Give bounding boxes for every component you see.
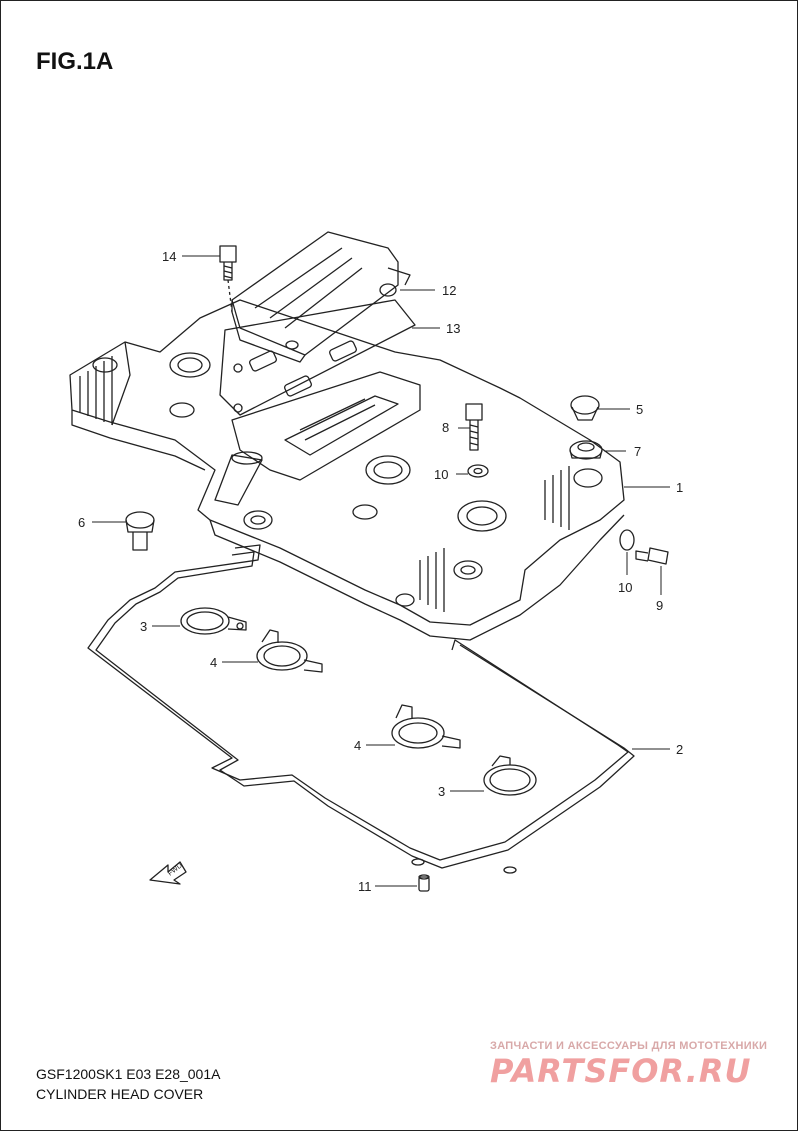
washer-10-upper: [467, 464, 489, 478]
plug-seal-4-lower: [391, 704, 461, 749]
callout-4-upper: 4: [210, 655, 218, 670]
callout-13: 13: [446, 321, 461, 336]
cylinder-head-cover: [69, 299, 625, 641]
breather-plate-gasket: [219, 299, 416, 416]
callout-6: 6: [78, 515, 86, 530]
plug-seal-3-lower: [483, 755, 537, 796]
bolt-6: [125, 511, 155, 551]
callout-5: 5: [636, 402, 644, 417]
breather-cover: [231, 231, 411, 363]
grommet-7: [569, 440, 603, 460]
callout-10-upper: 10: [434, 467, 449, 482]
watermark-brand: PARTSFOR.RU: [490, 1052, 752, 1090]
cap-bolt-5: [570, 395, 600, 421]
callout-8: 8: [442, 420, 450, 435]
callout-2: 2: [676, 742, 684, 757]
watermark-tagline: ЗАПЧАСТИ И АКСЕССУАРЫ ДЛЯ МОТОТЕХНИКИ: [490, 1040, 768, 1052]
callout-14: 14: [162, 249, 177, 264]
plug-seal-3-upper: [180, 607, 247, 635]
leader-lines: [92, 255, 670, 887]
callout-11: 11: [358, 879, 372, 894]
head-cover-gasket: [87, 544, 635, 874]
callout-3-lower: 3: [438, 784, 446, 799]
washer-10-lower: [619, 529, 635, 551]
forward-arrow-icon: FWD: [149, 861, 187, 885]
callout-7: 7: [634, 444, 642, 459]
callout-4-lower: 4: [354, 738, 362, 753]
model-code: GSF1200SK1 E03 E28_001A: [36, 1066, 221, 1082]
callout-12: 12: [442, 283, 457, 298]
bolt-8: [465, 403, 483, 451]
dowel-pin-11: [418, 874, 430, 892]
plug-seal-4-upper: [256, 629, 323, 673]
bolt-9: [635, 547, 669, 565]
section-title: CYLINDER HEAD COVER: [36, 1086, 204, 1102]
callout-10-lower: 10: [618, 580, 633, 595]
bolt-14: [219, 245, 237, 313]
callout-1: 1: [676, 480, 684, 495]
callout-3-upper: 3: [140, 619, 148, 634]
figure-title: FIG.1A: [36, 48, 114, 75]
callout-9: 9: [656, 598, 664, 613]
